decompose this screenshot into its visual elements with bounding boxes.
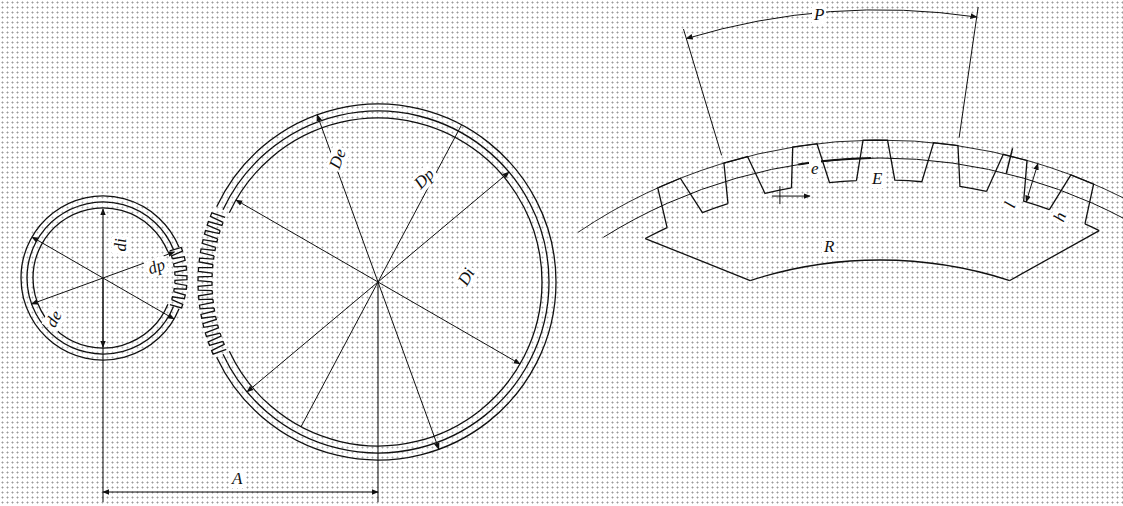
big-gear-outer <box>217 104 556 460</box>
big-gear-root <box>229 118 542 446</box>
center-distance-dimension <box>103 492 378 493</box>
segment-root <box>645 228 667 239</box>
dimension-label: l <box>1000 198 1020 212</box>
pitch-label: P <box>812 6 826 24</box>
dimension-label: Dp <box>409 164 439 194</box>
small-gear-teeth <box>170 247 187 307</box>
dimension-label: h <box>1050 208 1071 226</box>
extension-line <box>683 29 721 155</box>
segment-bore <box>750 260 1010 281</box>
construction-line <box>378 125 462 282</box>
big-gear-teeth <box>198 213 226 354</box>
dimension-label: Di <box>454 263 480 290</box>
dimension-label: dp <box>144 255 170 279</box>
addendum-dimension <box>1006 148 1012 173</box>
extension-line <box>959 7 978 138</box>
dimension-label: E <box>870 170 884 188</box>
small-gear-root <box>33 208 168 348</box>
segment-edge <box>1010 231 1099 281</box>
dimension-label: R <box>822 238 836 256</box>
root-mark <box>779 186 780 204</box>
dimension-label: di <box>112 236 130 253</box>
segment-root <box>1085 224 1099 231</box>
pitch-dimension <box>686 10 976 39</box>
tooth-height-dimension <box>1026 164 1038 202</box>
root-mark <box>772 196 810 197</box>
center-distance-label: A <box>230 470 244 488</box>
big-gear-pitch <box>223 111 549 453</box>
small-gear-pitch <box>27 202 173 354</box>
small-gear-outer <box>21 196 179 360</box>
pitch-circle <box>603 158 1123 237</box>
dimension-label: e <box>809 160 821 178</box>
construction-line <box>301 282 378 427</box>
extension-line <box>378 282 379 502</box>
tip-circle <box>578 140 1123 232</box>
segment-edge <box>645 239 750 281</box>
extension-line <box>103 278 104 502</box>
segment-teeth <box>658 140 1094 228</box>
